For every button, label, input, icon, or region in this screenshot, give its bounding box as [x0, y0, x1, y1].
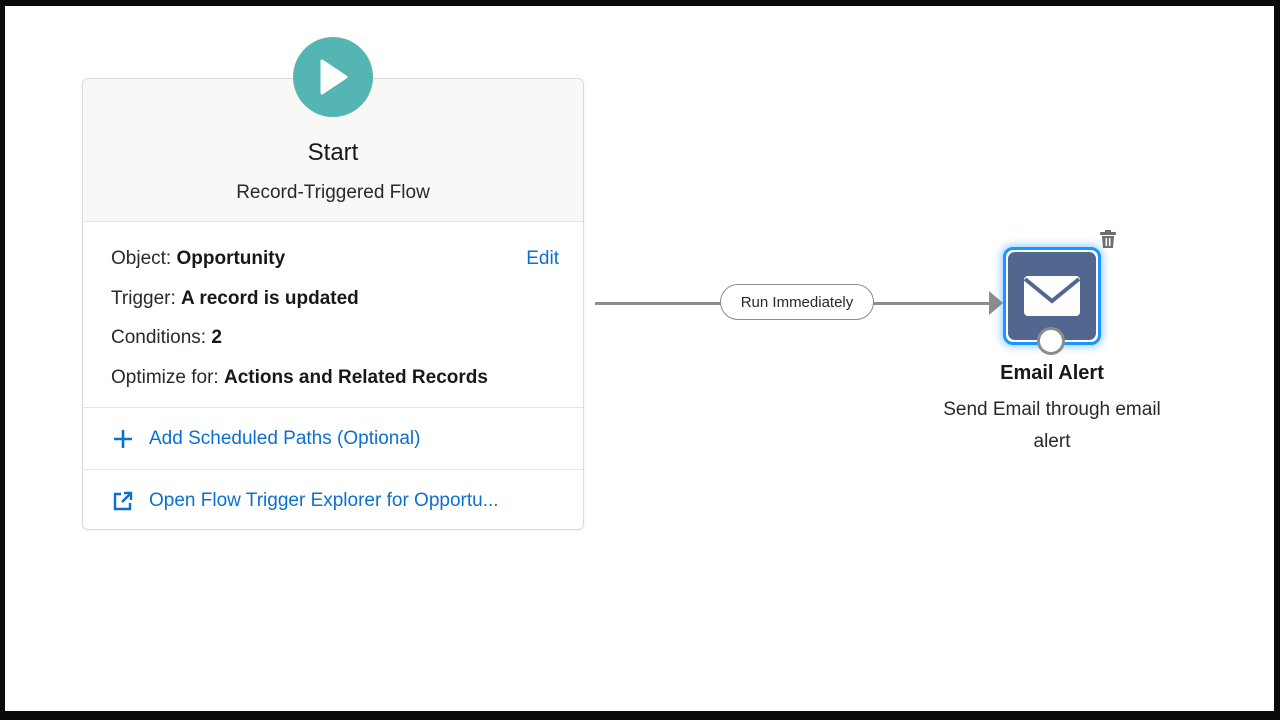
- edit-link[interactable]: Edit: [526, 248, 559, 269]
- external-link-icon: [111, 489, 135, 513]
- open-flow-trigger-explorer-label: Open Flow Trigger Explorer for Opportu..…: [149, 489, 499, 511]
- start-play-icon-circle: [293, 37, 373, 117]
- optimize-value: Actions and Related Records: [223, 367, 488, 388]
- object-label: Object:: [111, 248, 172, 269]
- open-flow-trigger-explorer-link[interactable]: Open Flow Trigger Explorer for Opportu..…: [83, 470, 583, 531]
- connector-arrow-icon: [989, 291, 1003, 315]
- play-icon: [320, 59, 348, 95]
- conditions-row: Conditions: 2: [111, 327, 222, 349]
- trigger-row: Trigger: A record is updated: [111, 288, 359, 310]
- optimize-row: Optimize for: Actions and Related Record…: [111, 367, 488, 389]
- start-subtitle: Record-Triggered Flow: [236, 182, 430, 203]
- node-connector-endpoint[interactable]: [1037, 327, 1065, 355]
- run-immediately-text: Run Immediately: [740, 293, 854, 311]
- trigger-label: Trigger:: [111, 288, 176, 309]
- conditions-value: 2: [211, 327, 222, 348]
- start-element-card[interactable]: Start Record-Triggered Flow Object: Oppo…: [82, 78, 584, 530]
- email-alert-icon-container: [1008, 252, 1096, 340]
- start-title: Start: [307, 139, 359, 166]
- trigger-value: A record is updated: [181, 288, 359, 309]
- email-alert-description: Send Email through email alert: [943, 399, 1161, 452]
- object-row: Object: Opportunity: [111, 248, 285, 270]
- run-immediately-path-label[interactable]: Run Immediately: [720, 284, 874, 320]
- plus-icon: [111, 427, 135, 451]
- envelope-icon: [1023, 276, 1081, 316]
- optimize-label: Optimize for:: [111, 367, 219, 388]
- email-alert-title: Email Alert: [1000, 362, 1104, 384]
- delete-trash-icon[interactable]: [1099, 229, 1117, 249]
- object-value: Opportunity: [176, 248, 286, 269]
- conditions-label: Conditions:: [111, 327, 207, 348]
- add-scheduled-paths-label: Add Scheduled Paths (Optional): [149, 428, 421, 449]
- start-details: Object: Opportunity Edit Trigger: A reco…: [83, 222, 583, 408]
- add-scheduled-paths-button[interactable]: Add Scheduled Paths (Optional): [83, 409, 583, 470]
